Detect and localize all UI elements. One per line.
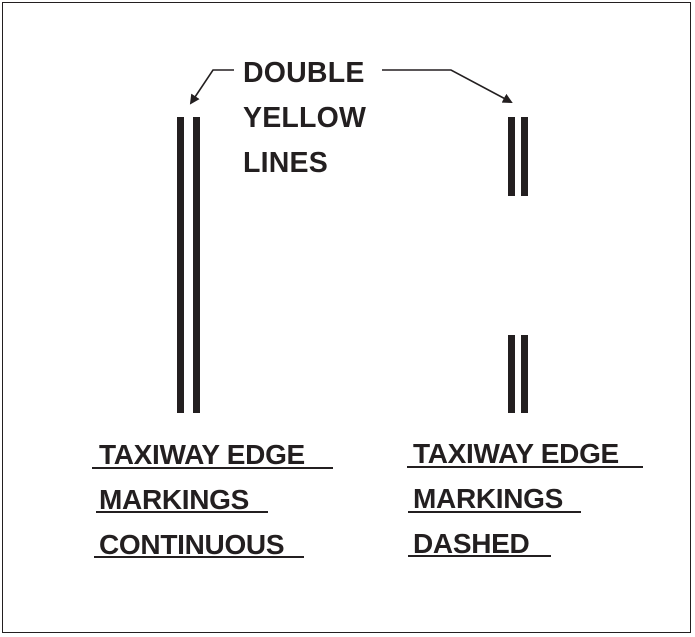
left-caption-underline-2 [96,511,268,513]
right-caption-underline-3 [408,555,551,557]
continuous-line-right [193,117,200,413]
right-caption-line-1: TAXIWAY EDGE [413,438,619,469]
continuous-double-lines [177,117,200,413]
callout-line-yellow: YELLOW [243,102,367,134]
left-caption-line-2: MARKINGS [99,484,250,515]
dashed-line-right-segment-top [521,117,528,196]
dashed-line-left-segment-top [508,117,515,196]
left-caption-underline-1 [92,467,333,469]
left-caption-line-3: CONTINUOUS [99,529,285,560]
left-caption-underline-3 [94,556,304,558]
right-caption-line-2: MARKINGS [413,483,564,514]
leader-arrow-right [382,69,513,103]
right-caption-underline-1 [407,466,643,468]
dashed-double-lines [508,117,528,413]
continuous-line-left [177,117,184,413]
dashed-line-right-segment-bottom [521,335,528,413]
right-caption-line-3: DASHED [413,528,530,559]
callout-line-lines: LINES [243,147,328,179]
callout-line-double: DOUBLE [243,57,365,89]
leader-arrow-left [189,69,234,105]
right-caption-underline-2 [408,511,581,513]
dashed-line-left-segment-bottom [508,335,515,413]
left-caption-line-1: TAXIWAY EDGE [99,439,305,470]
